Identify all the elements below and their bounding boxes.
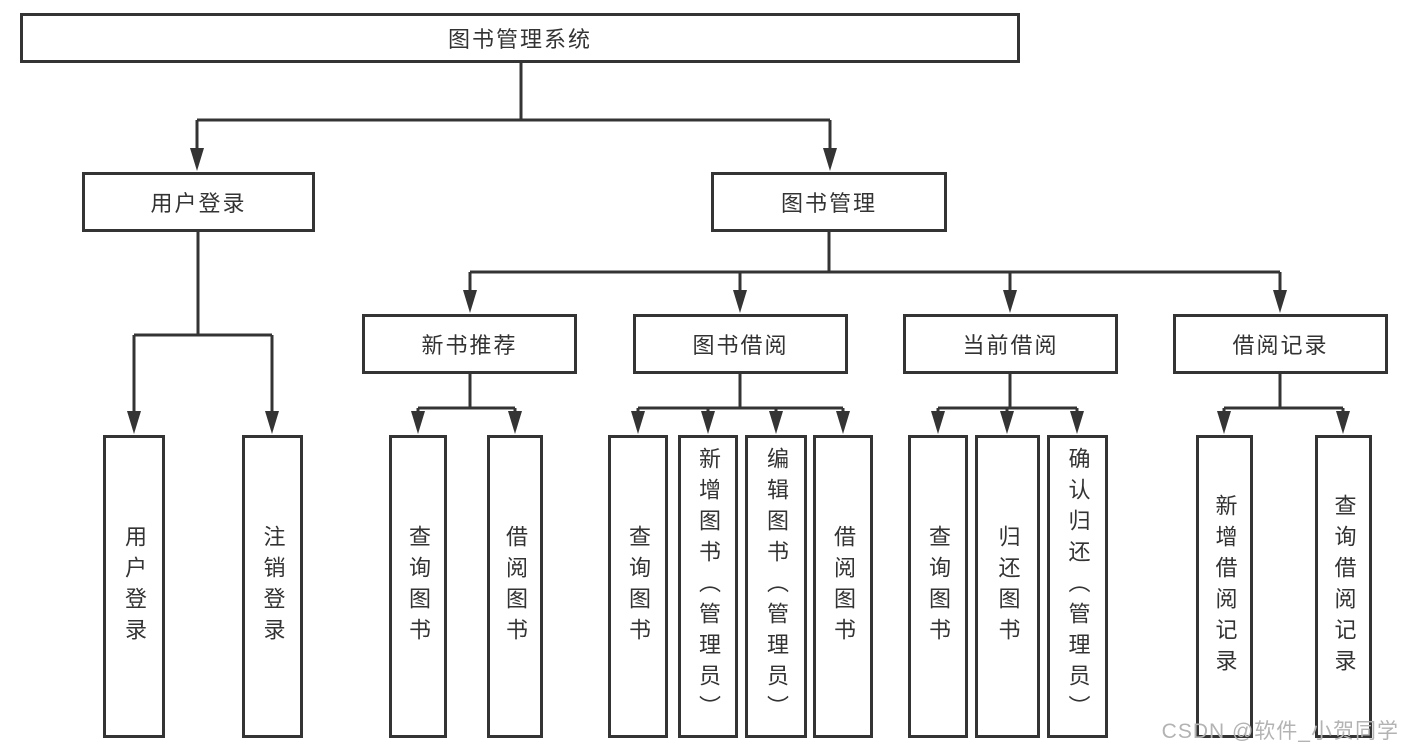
- node-leaf-confirm-return-admin: 确认归还（管理员）: [1047, 435, 1108, 738]
- node-borrow-records: 借阅记录: [1173, 314, 1388, 374]
- connector-book-borrow-branch: [636, 374, 845, 419]
- node-leaf-borrow-books: 借阅图书: [813, 435, 873, 738]
- node-leaf-add-books-admin: 新增图书（管理员）: [678, 435, 738, 738]
- node-library-system: 图书管理系统: [20, 13, 1020, 63]
- node-leaf-query-books-current: 查询图书: [908, 435, 968, 738]
- node-leaf-borrow-books-recommend: 借阅图书: [487, 435, 543, 738]
- node-leaf-edit-books-admin: 编辑图书（管理员）: [745, 435, 807, 738]
- connector-book-mgmt-branch: [468, 232, 1282, 297]
- node-leaf-query-borrow-record: 查询借阅记录: [1315, 435, 1372, 738]
- connector-user-login-branch: [132, 232, 274, 418]
- connector-borrow-records-branch: [1222, 374, 1345, 419]
- node-leaf-add-borrow-record: 新增借阅记录: [1196, 435, 1253, 738]
- node-leaf-user-login: 用户登录: [103, 435, 165, 738]
- node-leaf-return-books: 归还图书: [975, 435, 1040, 738]
- node-user-login: 用户登录: [82, 172, 315, 232]
- node-current-borrow: 当前借阅: [903, 314, 1118, 374]
- node-book-management: 图书管理: [711, 172, 947, 232]
- node-leaf-query-books-borrow: 查询图书: [608, 435, 668, 738]
- connector-new-book-branch: [416, 374, 517, 419]
- arrowheads: [127, 148, 1350, 434]
- node-leaf-logout: 注销登录: [242, 435, 303, 738]
- connector-root-to-level2: [195, 63, 832, 155]
- node-leaf-query-books-recommend: 查询图书: [389, 435, 447, 738]
- node-new-book-recommend: 新书推荐: [362, 314, 577, 374]
- node-book-borrow: 图书借阅: [633, 314, 848, 374]
